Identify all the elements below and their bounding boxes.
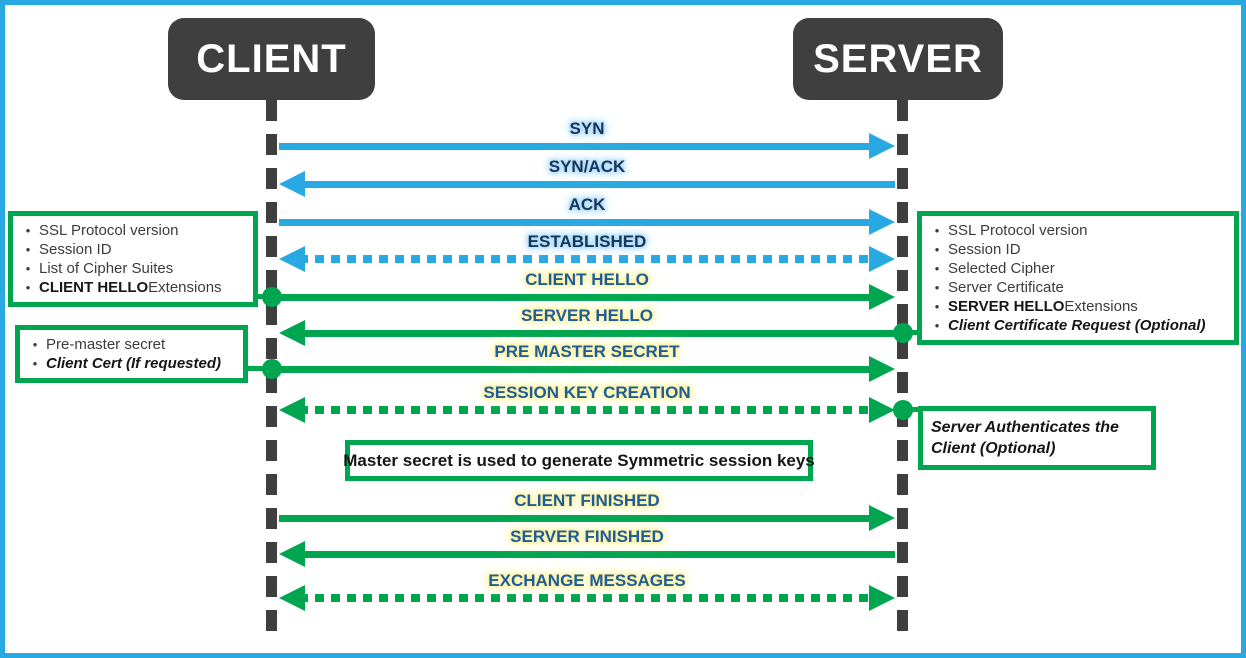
message-label-syn-ack: SYN/ACK xyxy=(548,157,626,176)
annotation-item-text: Pre-master secret xyxy=(46,336,166,353)
message-label-ack: ACK xyxy=(568,195,606,214)
annotation-item-text: SSL Protocol version xyxy=(39,222,179,239)
annotation-item: • Client Certificate Request (Optional) xyxy=(926,316,1226,335)
annotation-item: • SSL Protocol version xyxy=(926,221,1226,240)
annotation-item: • Session ID xyxy=(17,240,245,259)
bullet-icon: • xyxy=(25,223,31,238)
master-secret-note-box: Master secret is used to generate Symmet… xyxy=(343,440,815,481)
message-label-client-hello: CLIENT HELLO xyxy=(525,270,649,289)
bullet-icon: • xyxy=(934,299,940,314)
annotation-item: • Pre-master secret xyxy=(24,335,235,354)
bullet-icon: • xyxy=(32,337,38,352)
annotation-item-text: Extensions xyxy=(148,279,222,296)
arrow-line-ack xyxy=(279,218,875,226)
arrowhead-right-syn xyxy=(869,133,895,159)
arrow-line-session-key-creation xyxy=(299,406,875,414)
arrowhead-right-established xyxy=(869,246,895,272)
annotation-item: Server Authenticates the Client (Optiona… xyxy=(931,417,1143,459)
client-actor-label: CLIENT xyxy=(196,36,347,81)
arrowhead-right-session-key-creation xyxy=(869,397,895,423)
arrow-line-established xyxy=(299,255,875,263)
annotation-item-text: Session ID xyxy=(948,241,1021,258)
arrowhead-left-established xyxy=(279,246,305,272)
annotation-item-text: Client Certificate Request (Optional) xyxy=(948,317,1206,334)
annotation-item-text: Selected Cipher xyxy=(948,260,1055,277)
annotation-item-text: Client Cert (If requested) xyxy=(46,355,222,372)
message-label-pre-master-secret: PRE MASTER SECRET xyxy=(494,342,680,361)
annotation-item: • Session ID xyxy=(926,240,1226,259)
arrow-line-client-hello xyxy=(279,293,875,301)
message-label-server-finished: SERVER FINISHED xyxy=(510,527,664,546)
annotation-item: • Client Cert (If requested) xyxy=(24,354,235,373)
arrow-line-syn-ack xyxy=(299,180,895,188)
endpoint-dot-server-hello xyxy=(892,323,913,343)
server-lifeline xyxy=(897,100,908,643)
annotation-item-lead: CLIENT HELLO xyxy=(39,279,149,296)
annotation-item-lead: SERVER HELLO xyxy=(948,298,1065,315)
arrowhead-right-ack xyxy=(869,209,895,235)
client-actor-box: CLIENT xyxy=(168,18,375,100)
client-hello-box-connector xyxy=(248,294,270,299)
annotation-item: • Selected Cipher xyxy=(926,259,1226,278)
client-hello-details-box: • SSL Protocol version • Session ID • List of… xyxy=(8,211,258,307)
endpoint-dot-pre-master-secret xyxy=(261,359,282,379)
arrow-line-syn xyxy=(279,142,875,150)
arrowhead-left-syn-ack xyxy=(279,171,305,197)
master-secret-note-text: Master secret is used to generate Symmet… xyxy=(343,450,815,470)
arrowhead-left-server-finished xyxy=(279,541,305,567)
arrow-line-client-finished xyxy=(279,514,875,522)
annotation-item: • Server Certificate xyxy=(926,278,1226,297)
endpoint-dot-session-key-creation xyxy=(892,400,913,420)
bullet-icon: • xyxy=(934,280,940,295)
arrow-line-pre-master-secret xyxy=(279,365,875,373)
annotation-item: • List of Cipher Suites xyxy=(17,259,245,278)
arrowhead-left-server-hello xyxy=(279,320,305,346)
bullet-icon: • xyxy=(25,280,31,295)
bullet-icon: • xyxy=(934,223,940,238)
arrowhead-left-exchange-messages xyxy=(279,585,305,611)
annotation-item-text: Extensions xyxy=(1064,298,1138,315)
arrow-line-server-hello xyxy=(299,329,895,337)
annotation-item-text: SSL Protocol version xyxy=(948,222,1088,239)
annotation-item-text: Session ID xyxy=(39,241,112,258)
bullet-icon: • xyxy=(934,242,940,257)
annotation-item: • SSL Protocol version xyxy=(17,221,245,240)
server-authenticates-note-box: Server Authenticates the Client (Optiona… xyxy=(918,406,1156,470)
arrowhead-right-client-hello xyxy=(869,284,895,310)
message-label-client-finished: CLIENT FINISHED xyxy=(514,491,660,510)
annotation-item-text: Server Authenticates the Client (Optiona… xyxy=(931,419,1119,457)
pre-master-details-box: • Pre-master secret • Client Cert (If reque… xyxy=(15,325,248,383)
arrowhead-left-session-key-creation xyxy=(279,397,305,423)
bullet-icon: • xyxy=(934,261,940,276)
arrowhead-right-exchange-messages xyxy=(869,585,895,611)
bullet-icon: • xyxy=(25,261,31,276)
bullet-icon: • xyxy=(934,318,940,333)
message-label-server-hello: SERVER HELLO xyxy=(521,306,653,325)
server-hello-details-box: • SSL Protocol version • Session ID • Selecte… xyxy=(917,211,1239,345)
annotation-item-text: List of Cipher Suites xyxy=(39,260,174,277)
server-actor-label: SERVER xyxy=(813,36,983,81)
message-label-established: ESTABLISHED xyxy=(527,232,647,251)
arrowhead-right-client-finished xyxy=(869,505,895,531)
bullet-icon: • xyxy=(25,242,31,257)
annotation-item-text: Server Certificate xyxy=(948,279,1064,296)
message-label-exchange-messages: EXCHANGE MESSAGES xyxy=(488,571,686,590)
message-label-session-key-creation: SESSION KEY CREATION xyxy=(483,383,691,402)
annotation-item: • SERVER HELLO Extensions xyxy=(926,297,1226,316)
server-actor-box: SERVER xyxy=(793,18,1003,100)
bullet-icon: • xyxy=(32,356,38,371)
annotation-item: • CLIENT HELLO Extensions xyxy=(17,278,245,297)
arrow-line-server-finished xyxy=(299,550,895,558)
arrow-line-exchange-messages xyxy=(299,594,875,602)
arrowhead-right-pre-master-secret xyxy=(869,356,895,382)
endpoint-dot-client-hello xyxy=(261,287,282,307)
message-label-syn: SYN xyxy=(569,119,605,138)
pre-master-box-connector xyxy=(242,366,270,371)
